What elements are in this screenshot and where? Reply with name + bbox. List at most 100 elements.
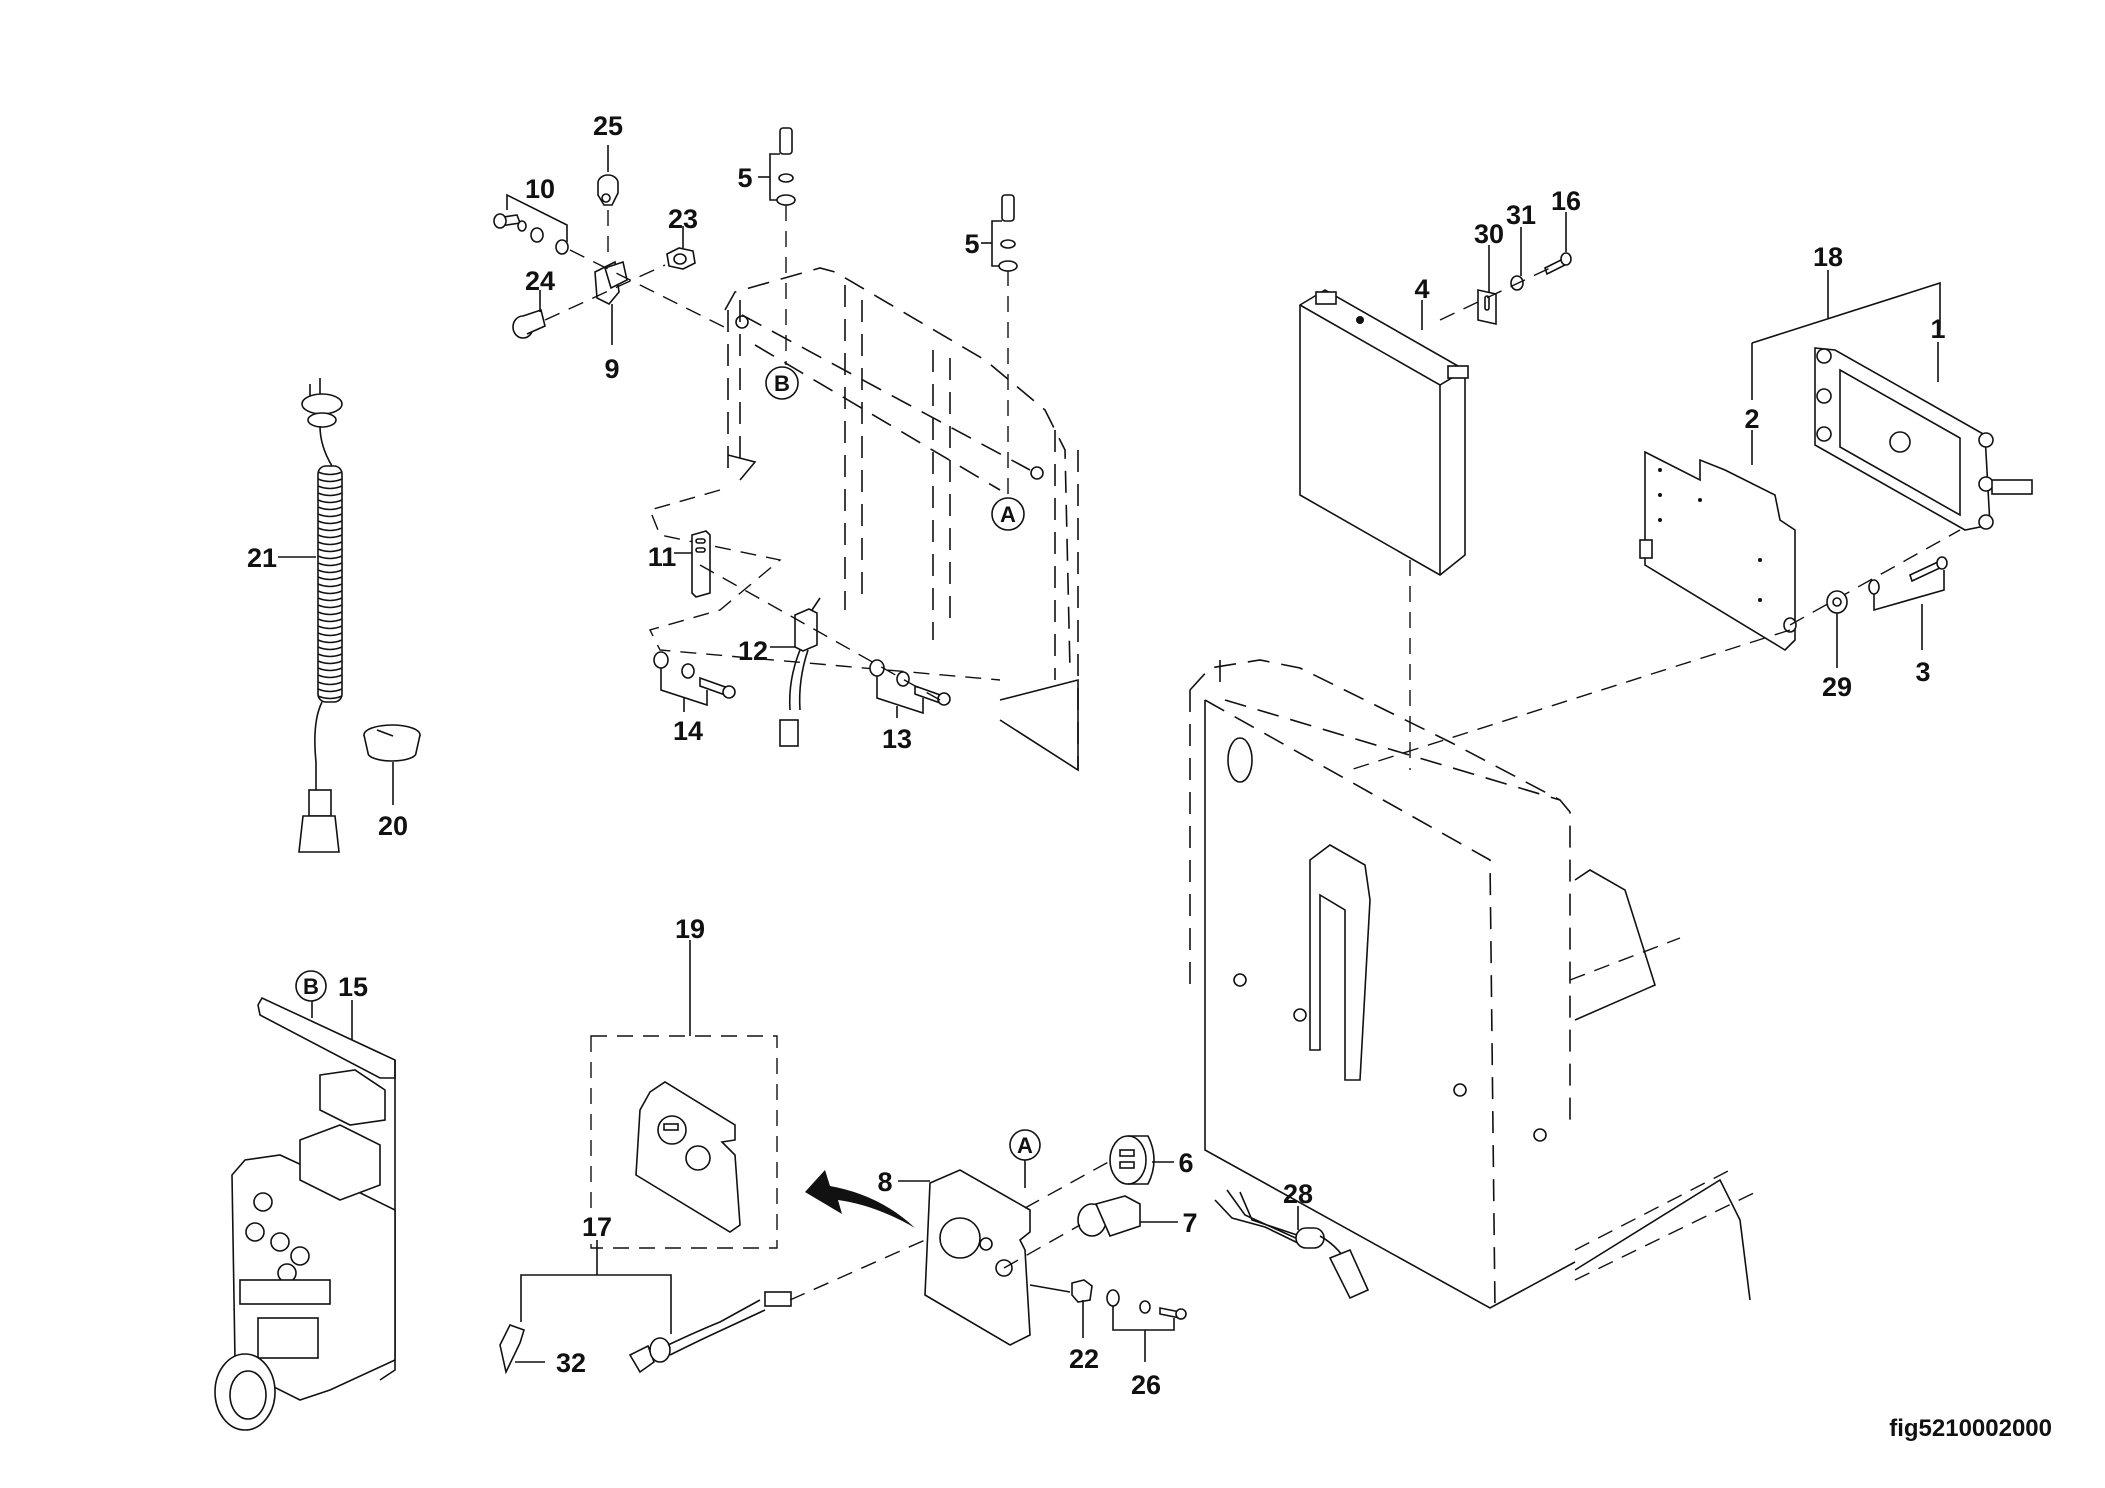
assembly-axis xyxy=(544,264,666,321)
coiled-cord-21 xyxy=(278,378,343,853)
coil-winding xyxy=(317,534,343,539)
inset-19 xyxy=(590,940,778,1249)
bolt-set-5-right xyxy=(981,194,1018,272)
assembly-axis xyxy=(1439,267,1551,321)
cap-screw-24 xyxy=(512,290,546,339)
key-32 xyxy=(499,1324,545,1375)
coil-winding xyxy=(317,548,343,553)
callout-13: 13 xyxy=(882,724,912,754)
screw-set-13 xyxy=(869,659,951,718)
callout-8: 8 xyxy=(877,1167,892,1197)
ref-marker-bracket8-a: A xyxy=(1009,1129,1041,1188)
callout-26: 26 xyxy=(1131,1370,1161,1400)
coil-winding xyxy=(317,576,343,581)
ref-marker-frame-a: A xyxy=(991,497,1025,531)
ref-marker-letter: B xyxy=(774,371,790,396)
callout-15: 15 xyxy=(338,972,368,1002)
callout-23: 23 xyxy=(668,204,698,234)
callout-1: 1 xyxy=(1930,314,1945,344)
callout-9: 9 xyxy=(604,354,619,384)
figure-id-label: fig5210002000 xyxy=(1889,1415,2052,1442)
coil-winding xyxy=(317,492,343,497)
screw-set-26 xyxy=(1106,1289,1187,1362)
coil-winding xyxy=(317,695,343,700)
chassis-phantom xyxy=(1189,659,1761,1311)
coil-winding xyxy=(317,485,343,490)
callout-28: 28 xyxy=(1283,1179,1313,1209)
callout-11: 11 xyxy=(648,542,677,572)
coil-winding xyxy=(317,583,343,588)
coil-windings xyxy=(317,471,343,700)
callout-12: 12 xyxy=(738,636,768,666)
callout-29: 29 xyxy=(1822,672,1852,702)
callout-16: 16 xyxy=(1551,186,1581,216)
bolt-set-10 xyxy=(493,193,569,255)
coil-winding xyxy=(317,555,343,560)
callout-2: 2 xyxy=(1744,404,1759,434)
coil-winding xyxy=(317,541,343,546)
coil-winding xyxy=(317,590,343,595)
coil-winding xyxy=(317,513,343,518)
frame-phantom xyxy=(648,267,1079,772)
coil-winding xyxy=(317,660,343,665)
coil-winding xyxy=(317,478,343,483)
assembly-axis xyxy=(569,249,731,331)
coil-winding xyxy=(317,646,343,651)
coil-winding xyxy=(317,618,343,623)
coil-winding xyxy=(317,499,343,504)
bracket-2 xyxy=(1639,450,1797,652)
screw-set-3 xyxy=(1868,556,1948,650)
assembly-axis xyxy=(699,564,941,701)
callout-6: 6 xyxy=(1178,1148,1193,1178)
screw-set-14 xyxy=(653,651,736,712)
ref-marker-frame-b: B xyxy=(765,366,799,400)
coil-winding xyxy=(317,520,343,525)
ref-marker-letter: A xyxy=(1017,1133,1033,1158)
coil-winding xyxy=(317,653,343,658)
ref-marker-letter: A xyxy=(1000,502,1016,527)
wire-harness-28 xyxy=(1214,1189,1370,1300)
fuse-clip-22 xyxy=(1029,1279,1093,1338)
callout-10: 10 xyxy=(525,174,555,204)
bolt-set-5-left xyxy=(758,127,796,206)
callout-7: 7 xyxy=(1182,1208,1197,1238)
nut-23 xyxy=(666,226,696,270)
callout-5-left: 5 xyxy=(737,163,752,193)
callout-17: 17 xyxy=(582,1212,612,1242)
callout-3: 3 xyxy=(1915,657,1930,687)
cable-clamp-25 xyxy=(597,145,619,258)
coil-winding xyxy=(317,569,343,574)
bracket-9 xyxy=(594,260,628,345)
callout-4: 4 xyxy=(1414,274,1429,304)
callout-20: 20 xyxy=(378,811,408,841)
coil-winding xyxy=(317,632,343,637)
module-1 xyxy=(1814,347,2033,531)
microswitch-12 xyxy=(770,597,821,747)
bracket-8 xyxy=(898,1169,1031,1346)
callout-5-right: 5 xyxy=(964,229,979,259)
coil-winding xyxy=(317,527,343,532)
coil-winding xyxy=(317,688,343,693)
key-switch-17 xyxy=(520,1240,792,1374)
clip-30 xyxy=(1477,245,1497,325)
assembly-axis xyxy=(1789,529,1961,626)
coil-winding xyxy=(317,611,343,616)
callout-24: 24 xyxy=(525,266,555,296)
coil-winding xyxy=(317,471,343,476)
screw-16 xyxy=(1544,212,1572,276)
coil-winding xyxy=(317,597,343,602)
assembly-axis xyxy=(1024,1159,1113,1209)
hour-meter-6 xyxy=(1109,1135,1174,1185)
ref-marker-panel15-b: B xyxy=(295,970,327,1002)
coil-winding xyxy=(317,562,343,567)
ref-marker-letter: B xyxy=(303,974,319,999)
washer-29 xyxy=(1826,590,1848,668)
grommet-plug-20 xyxy=(363,724,421,805)
coil-winding xyxy=(317,625,343,630)
coil-winding xyxy=(317,674,343,679)
coil-winding xyxy=(317,681,343,686)
assembly-axis xyxy=(789,1239,926,1301)
control-panel-15 xyxy=(214,996,396,1431)
coil-winding xyxy=(317,639,343,644)
